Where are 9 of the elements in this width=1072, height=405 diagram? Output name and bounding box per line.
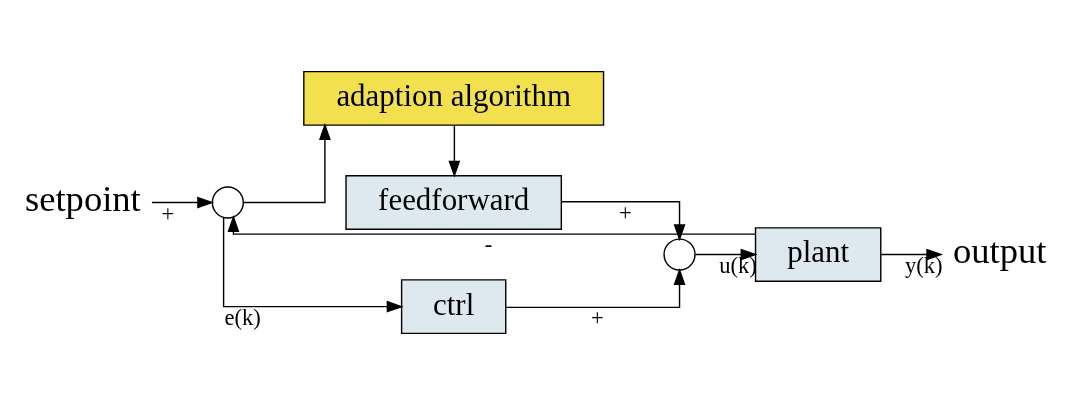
edge-label: u(k)	[719, 252, 757, 278]
node-text: setpoint	[24, 178, 141, 220]
edge-label: -	[484, 232, 493, 258]
edge-label: e(k)	[224, 304, 261, 330]
node-text: output	[952, 230, 1047, 272]
edge-label: +	[161, 200, 175, 226]
edge-label: y(k)	[905, 252, 943, 278]
edge-label: +	[618, 199, 632, 225]
edge-label: +	[590, 305, 604, 331]
